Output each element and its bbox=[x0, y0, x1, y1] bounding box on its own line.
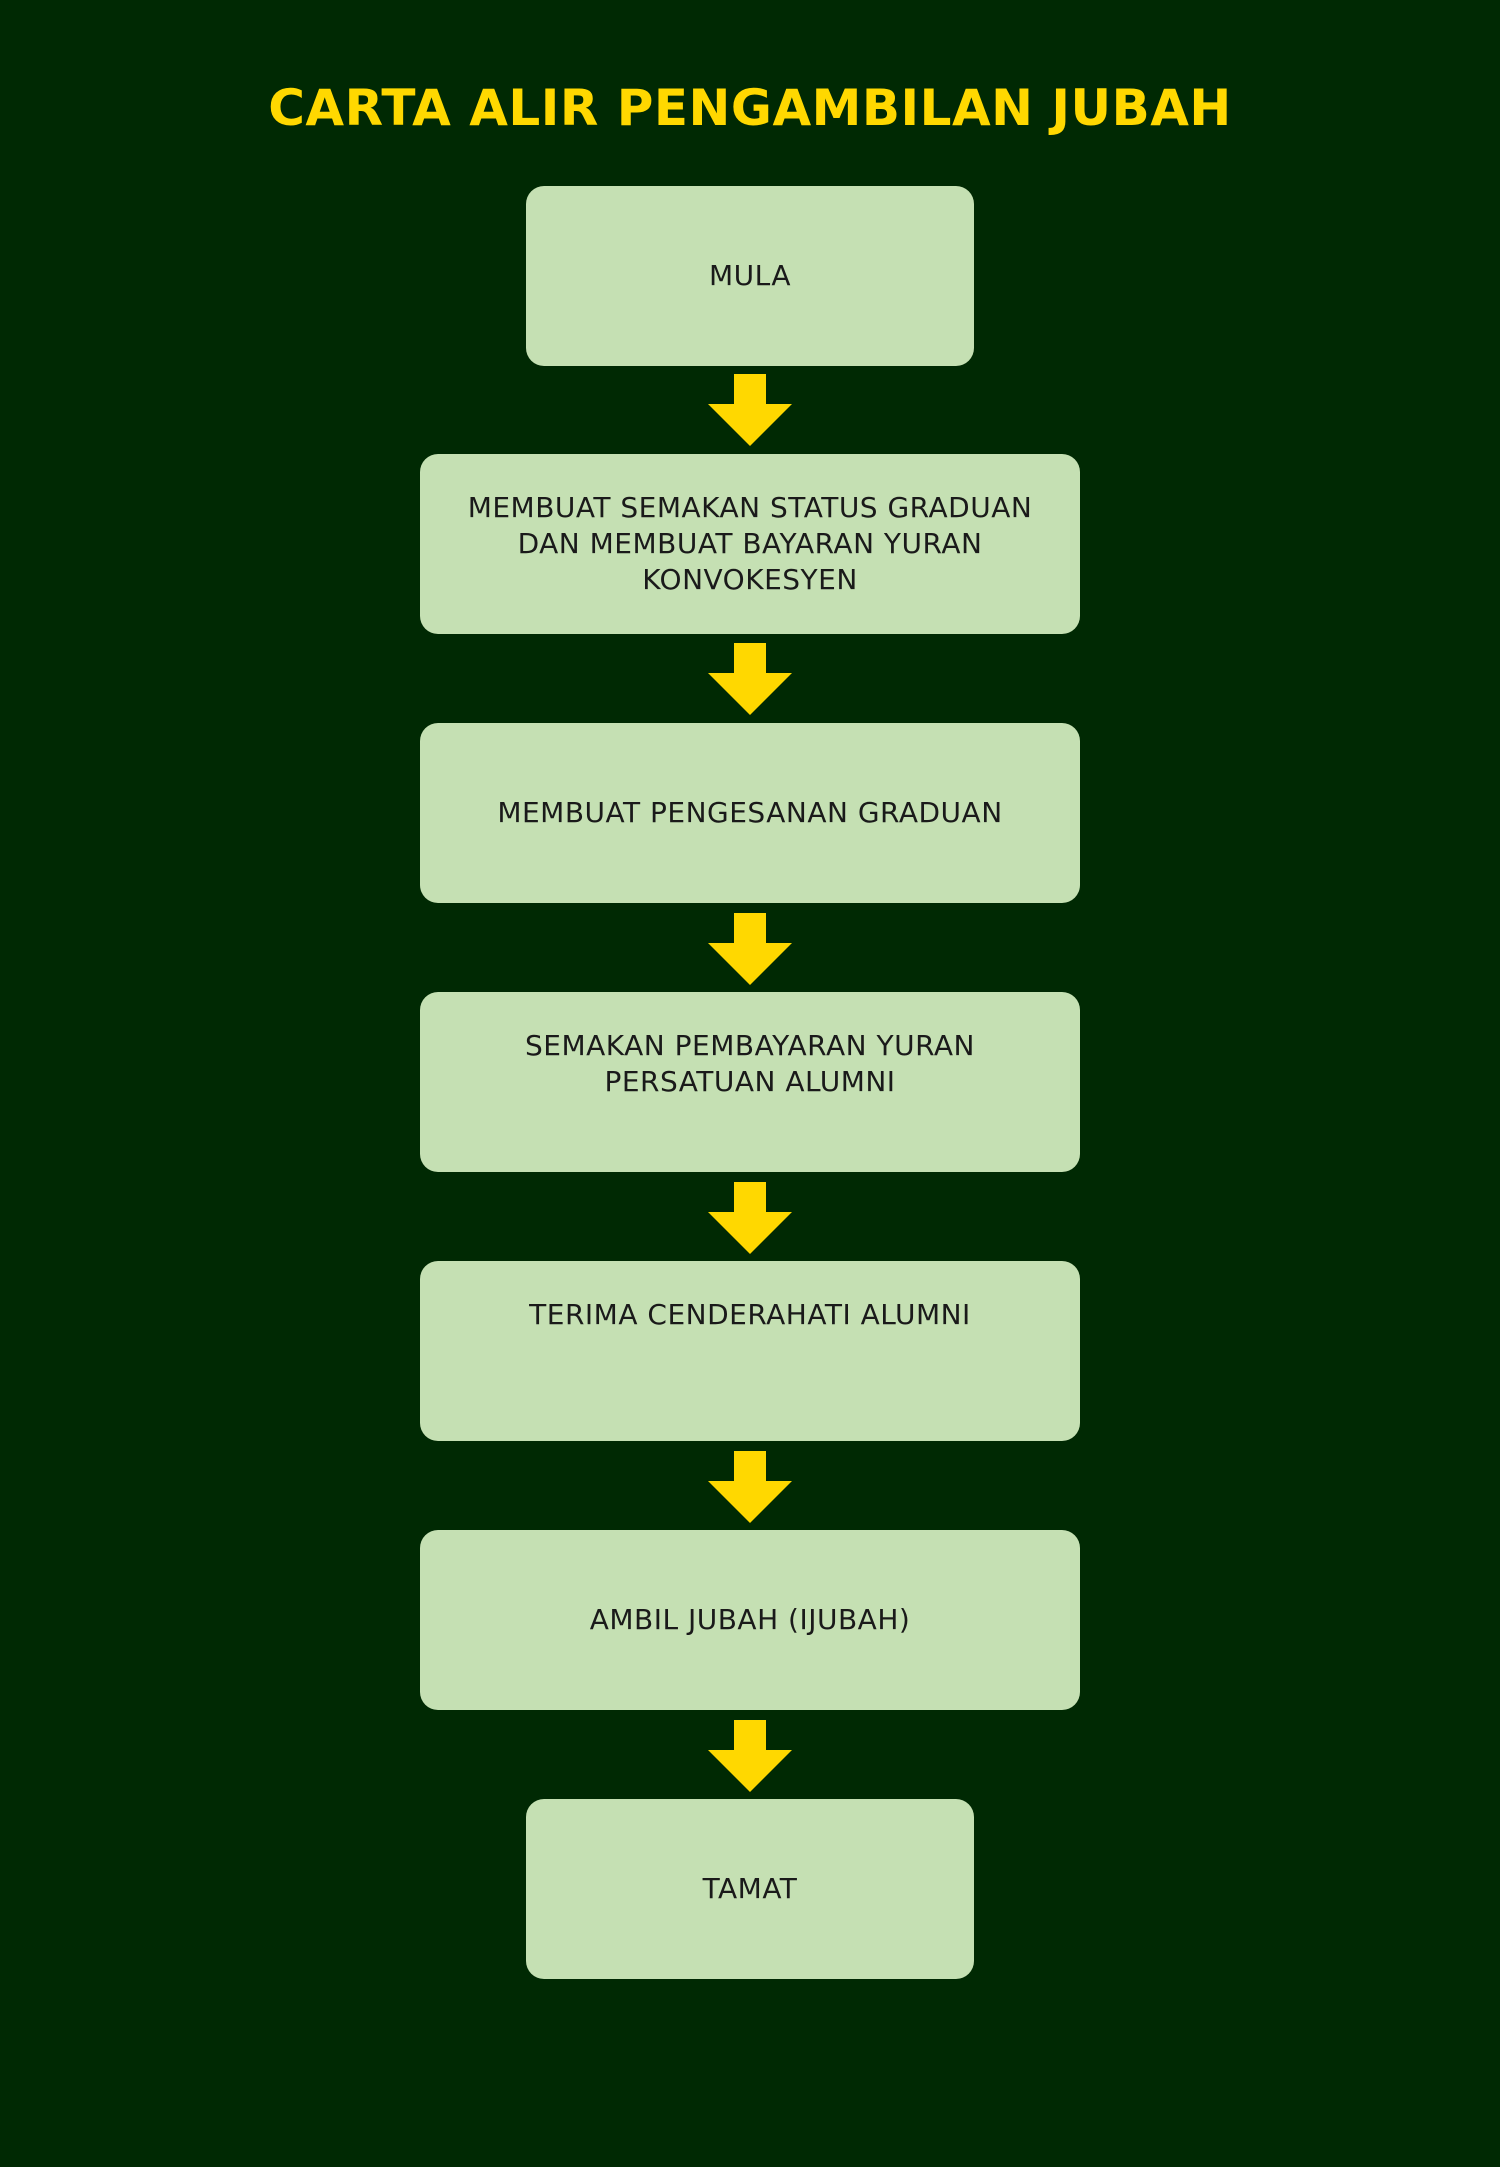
diagram-title: CARTA ALIR PENGAMBILAN JUBAH bbox=[268, 79, 1232, 137]
flow-step-check-status: MEMBUAT SEMAKAN STATUS GRADUAN DAN MEMBU… bbox=[420, 454, 1080, 634]
arrow-down-icon bbox=[708, 913, 792, 985]
flow-step-alumni-fee: SEMAKAN PEMBAYARAN YURAN PERSATUAN ALUMN… bbox=[420, 992, 1080, 1172]
arrow-down-icon bbox=[708, 643, 792, 715]
arrow-down-icon bbox=[708, 374, 792, 446]
flow-step-collect-robe: AMBIL JUBAH (IJUBAH) bbox=[420, 1530, 1080, 1710]
arrow-down-icon bbox=[708, 1182, 792, 1254]
flow-step-start: MULA bbox=[526, 186, 974, 366]
arrow-down-icon bbox=[708, 1720, 792, 1792]
arrow-down-icon bbox=[708, 1451, 792, 1523]
flow-step-verification: MEMBUAT PENGESANAN GRADUAN bbox=[420, 723, 1080, 903]
flow-step-end: TAMAT bbox=[526, 1799, 974, 1979]
flow-step-souvenir: TERIMA CENDERAHATI ALUMNI bbox=[420, 1261, 1080, 1441]
